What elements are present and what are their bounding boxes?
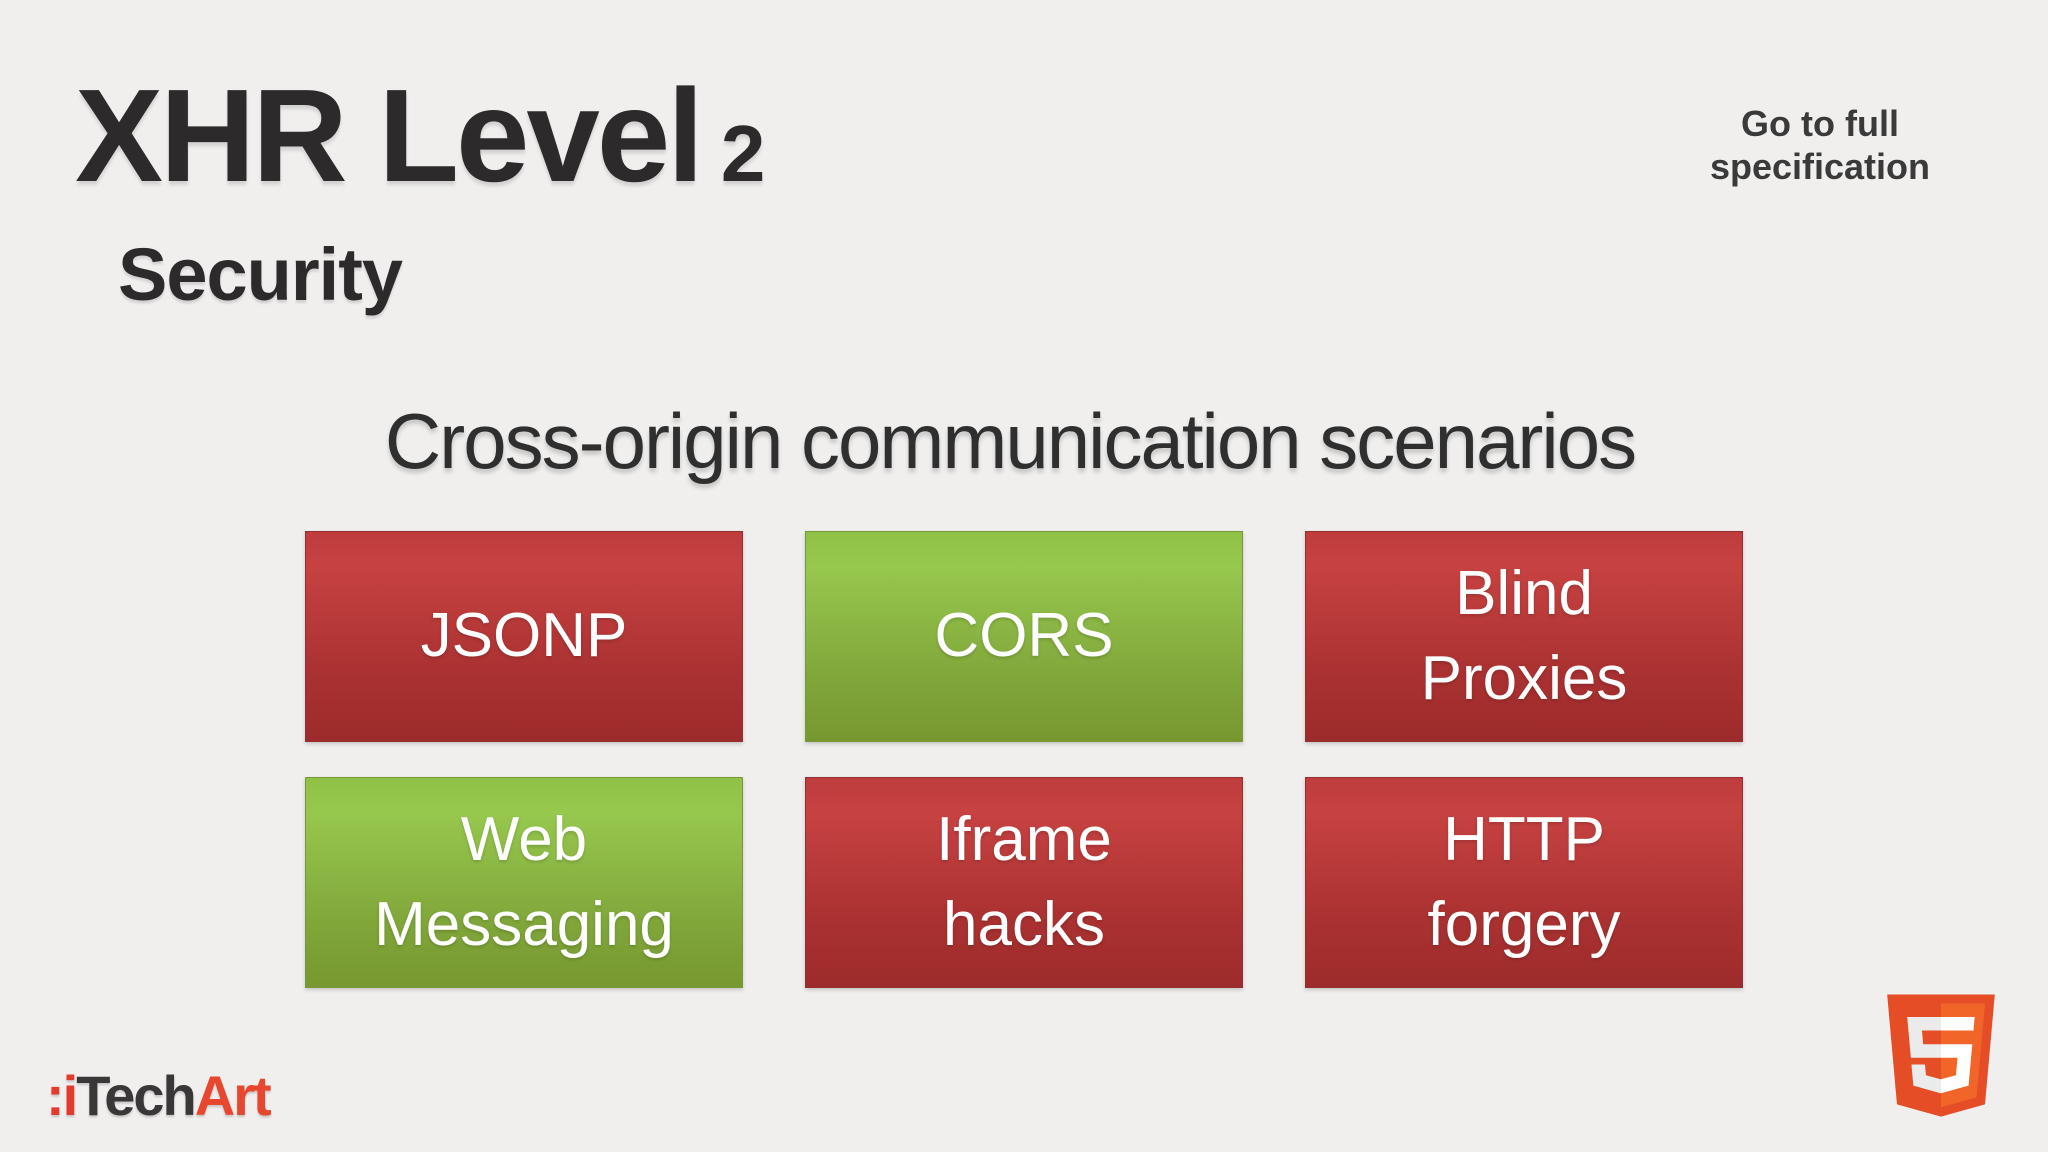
itechart-logo: :iTechArt [46, 1068, 272, 1124]
page-title-number: 2 [720, 109, 765, 198]
scenario-box-jsonp: JSONP [305, 531, 743, 742]
page-subtitle: Security [118, 233, 403, 316]
html5-logo-icon [1887, 994, 1995, 1117]
scenario-box-label: Iframe hacks [936, 804, 1112, 959]
section-heading: Cross-origin communication scenarios [384, 397, 1637, 485]
scenario-box-blind-proxies: Blind Proxies [1305, 531, 1743, 742]
scenario-box-label: HTTP forgery [1427, 804, 1621, 959]
itechart-logo-art: Art [194, 1064, 272, 1127]
go-to-full-specification-link[interactable]: Go to full specification [1709, 103, 1931, 188]
scenario-box-label: CORS [934, 601, 1114, 671]
itechart-logo-colon-i: :i [46, 1064, 78, 1127]
scenario-box-label: Blind Proxies [1420, 558, 1628, 713]
itechart-logo-tech: Tech [76, 1064, 197, 1127]
scenario-box-cors: CORS [805, 531, 1243, 742]
scenario-box-http-forgery: HTTP forgery [1305, 777, 1743, 988]
scenario-box-web-messaging: Web Messaging [305, 777, 743, 988]
scenario-box-label: JSONP [420, 601, 628, 671]
page-title-text: XHR Level [75, 62, 704, 209]
scenario-box-iframe-hacks: Iframe hacks [805, 777, 1243, 988]
scenario-box-label: Web Messaging [374, 804, 674, 959]
